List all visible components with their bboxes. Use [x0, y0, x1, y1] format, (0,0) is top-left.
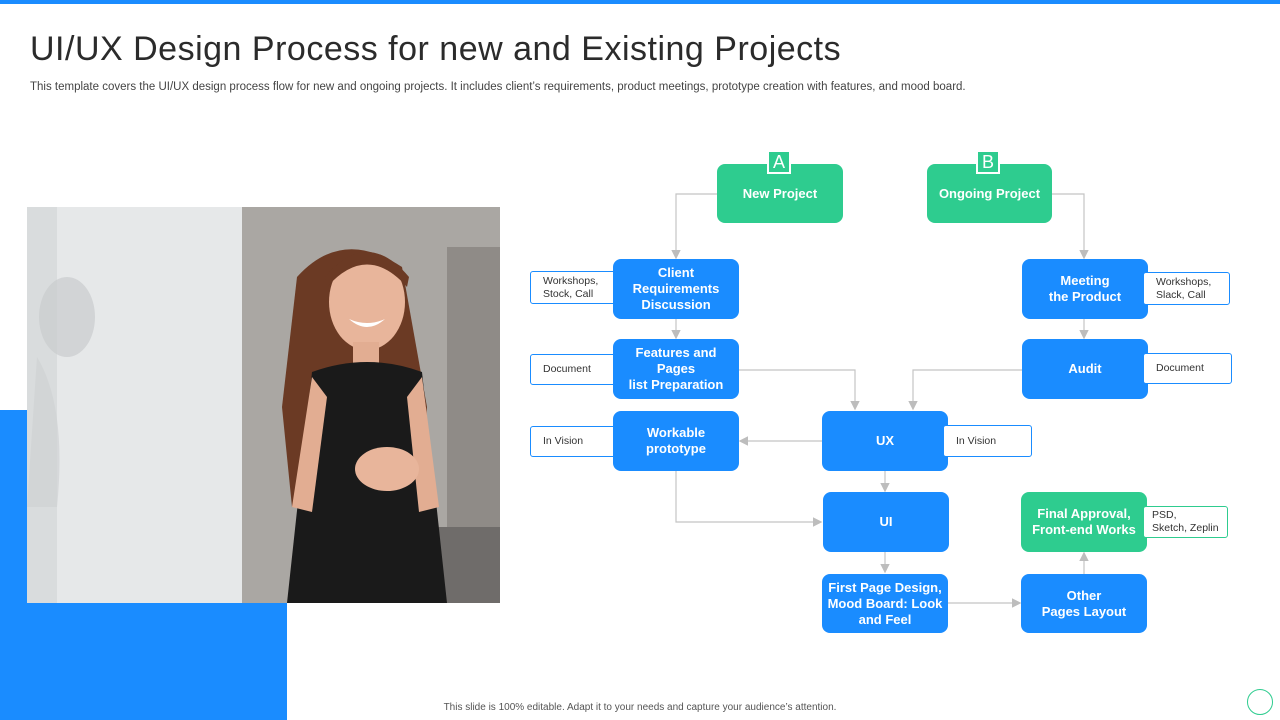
- ui-box: UI: [823, 492, 949, 552]
- workable-prototype-note: In Vision: [530, 426, 618, 457]
- audit-box: Audit: [1022, 339, 1148, 399]
- presenter-photo: [27, 207, 500, 603]
- tag-b: B: [976, 150, 1000, 174]
- first-page-design-box: First Page Design, Mood Board: Look and …: [822, 574, 948, 633]
- final-approval-note: PSD, Sketch, Zeplin: [1143, 506, 1228, 538]
- top-accent-bar: [0, 0, 1280, 4]
- new-project-box: New Project: [717, 164, 843, 223]
- client-requirements-box: Client Requirements Discussion: [613, 259, 739, 319]
- client-requirements-note: Workshops, Stock, Call: [530, 271, 618, 304]
- audit-note: Document: [1143, 353, 1232, 384]
- final-approval-box: Final Approval, Front-end Works: [1021, 492, 1147, 552]
- features-pages-box: Features and Pages list Preparation: [613, 339, 739, 399]
- tag-a: A: [767, 150, 791, 174]
- meeting-product-box: Meeting the Product: [1022, 259, 1148, 319]
- other-pages-box: Other Pages Layout: [1021, 574, 1147, 633]
- page-subtitle: This template covers the UI/UX design pr…: [30, 81, 966, 93]
- ux-note: In Vision: [943, 425, 1032, 457]
- features-pages-note: Document: [530, 354, 618, 385]
- ongoing-project-box: Ongoing Project: [927, 164, 1052, 223]
- workable-prototype-box: Workable prototype: [613, 411, 739, 471]
- ux-box: UX: [822, 411, 948, 471]
- meeting-product-note: Workshops, Slack, Call: [1143, 272, 1230, 305]
- page-title: UI/UX Design Process for new and Existin…: [30, 30, 842, 68]
- corner-circle-icon: [1247, 689, 1273, 715]
- footer-text: This slide is 100% editable. Adapt it to…: [443, 702, 837, 713]
